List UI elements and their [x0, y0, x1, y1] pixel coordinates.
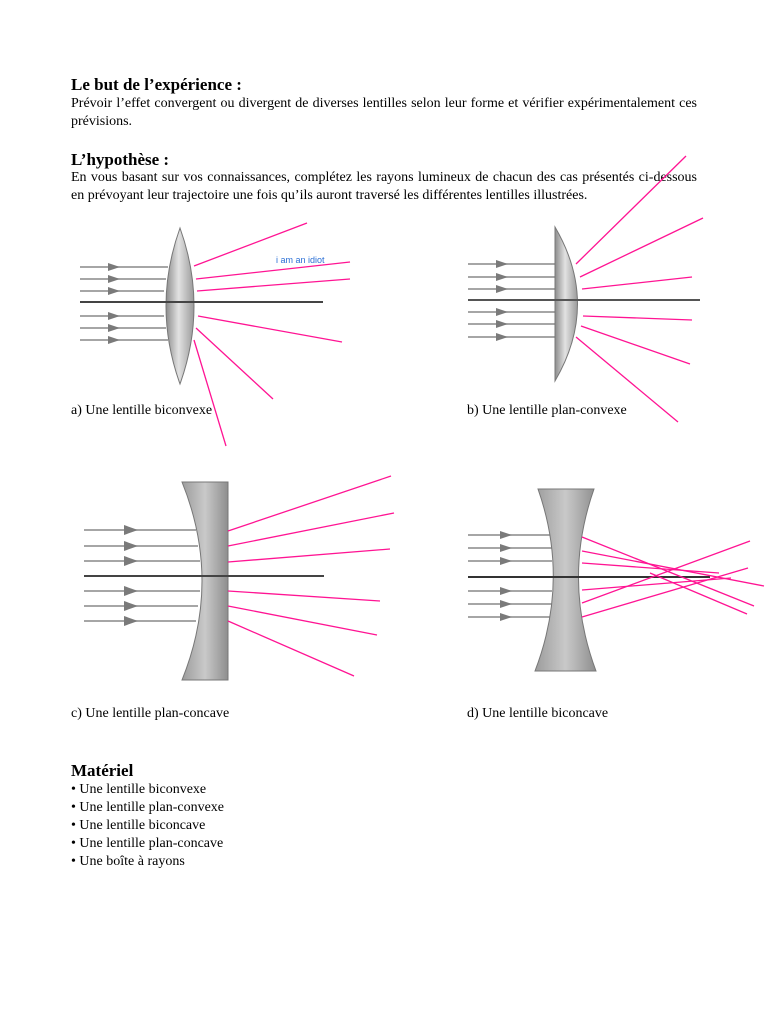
biconcave-arrowheads	[500, 531, 512, 621]
caption-planoconcave: c) Une lentille plan-concave	[71, 706, 230, 721]
materials-item: Une lentille plan-concave	[71, 835, 224, 853]
planoconcave-drawn-rays	[227, 475, 395, 677]
hypothesis-paragraph: En vous basant sur vos connaissances, co…	[71, 170, 697, 203]
handwritten-annotation: i am an idiot	[276, 255, 325, 265]
caption-biconcave: d) Une lentille biconcave	[467, 706, 609, 721]
materials-list: Une lentille biconvexe Une lentille plan…	[71, 781, 224, 871]
goal-paragraph: Prévoir l’effet convergent ou divergent …	[71, 96, 697, 129]
materials-heading: Matériel	[71, 761, 134, 780]
planoconcave-incident-rays	[84, 529, 200, 622]
planoconvex-lens-shape	[554, 225, 578, 383]
hypothesis-heading: L’hypothèse :	[71, 150, 170, 169]
biconvex-arrowheads	[108, 263, 120, 344]
materials-item: Une lentille biconvexe	[71, 781, 224, 799]
materials-item: Une boîte à rayons	[71, 853, 224, 871]
goal-heading: Le but de l’expérience :	[71, 75, 242, 94]
planoconvex-drawn-rays	[575, 155, 704, 423]
planoconvex-incident-rays	[468, 263, 556, 338]
biconvex-lens-shape	[165, 226, 195, 386]
biconvex-incident-rays	[80, 266, 168, 341]
caption-planoconvex: b) Une lentille plan-convexe	[467, 403, 627, 418]
planoconcave-lens-shape	[181, 481, 229, 681]
biconvex-drawn-rays	[193, 222, 351, 447]
biconcave-drawn-rays	[581, 536, 765, 618]
materials-item: Une lentille biconcave	[71, 817, 224, 835]
planoconcave-arrowheads	[124, 525, 138, 626]
materials-item: Une lentille plan-convexe	[71, 799, 224, 817]
planoconvex-arrowheads	[496, 260, 508, 341]
caption-biconvex: a) Une lentille biconvexe	[71, 403, 213, 418]
biconcave-lens-shape	[534, 488, 597, 672]
